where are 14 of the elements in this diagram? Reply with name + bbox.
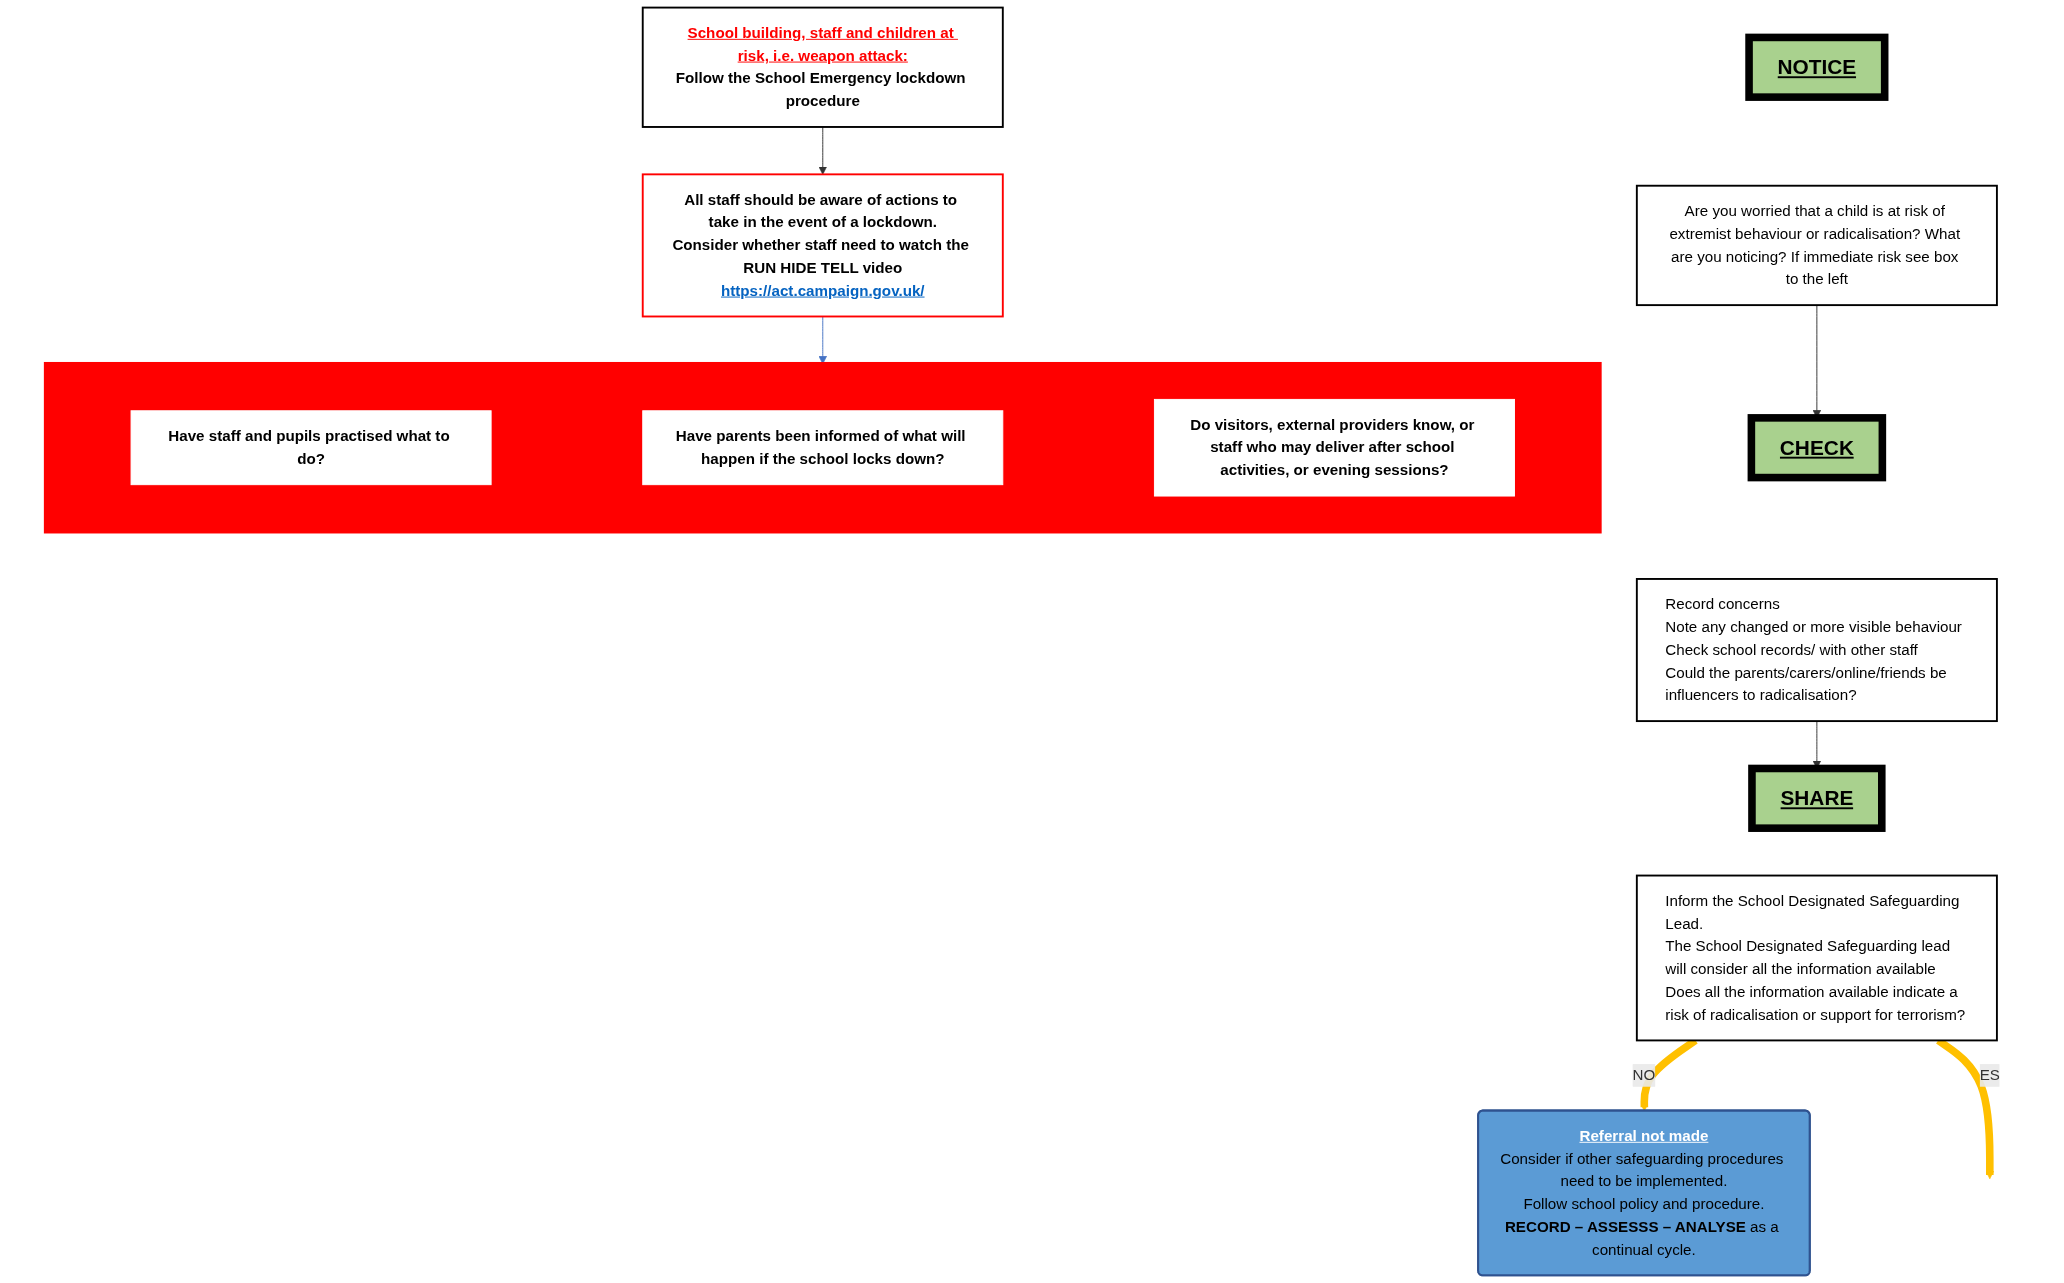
node-box: Are you worried that a child is at risk of extremist behaviour or radicalisation? What are you noticing? If immediate risk see box to the left bbox=[1635, 184, 1998, 307]
node-box: Have parents been informed of what will happen if the school locks down? bbox=[642, 410, 1004, 486]
node-box: Inform the School Designated Safeguarding Lead. The School Designated Safeguarding lead will consider all the information available Does all the information available indicate a risk of radicalisation or support for terrorism? bbox=[1635, 874, 1998, 1042]
node-box: NOTICE bbox=[1745, 33, 1889, 101]
edge-label: NO bbox=[1632, 1066, 1656, 1084]
cluster bbox=[43, 361, 1602, 534]
node-box: Record concerns Note any changed or more visible behaviour Check school records/ with other staff Could the parents/carers/online/friends be influencers to radicalisation? bbox=[1635, 578, 1998, 723]
node-box: Have staff and pupils practised what to do? bbox=[130, 410, 492, 486]
node-box: School building, staff and children at risk, i.e. weapon attack: Follow the School Emergency lockdown procedure bbox=[641, 6, 1004, 128]
node-box: SHARE bbox=[1748, 764, 1886, 832]
edge-label: ES bbox=[1979, 1066, 2000, 1084]
node-box: Do visitors, external providers know, or staff who may deliver after school activities, or evening sessions? bbox=[1153, 398, 1515, 497]
node-box: CHECK bbox=[1747, 414, 1887, 482]
node-box: All staff should be aware of actions to take in the event of a lockdown. Consider whether staff need to watch the RUN HIDE TELL video https://act.campaign.gov.uk/ bbox=[641, 173, 1004, 318]
